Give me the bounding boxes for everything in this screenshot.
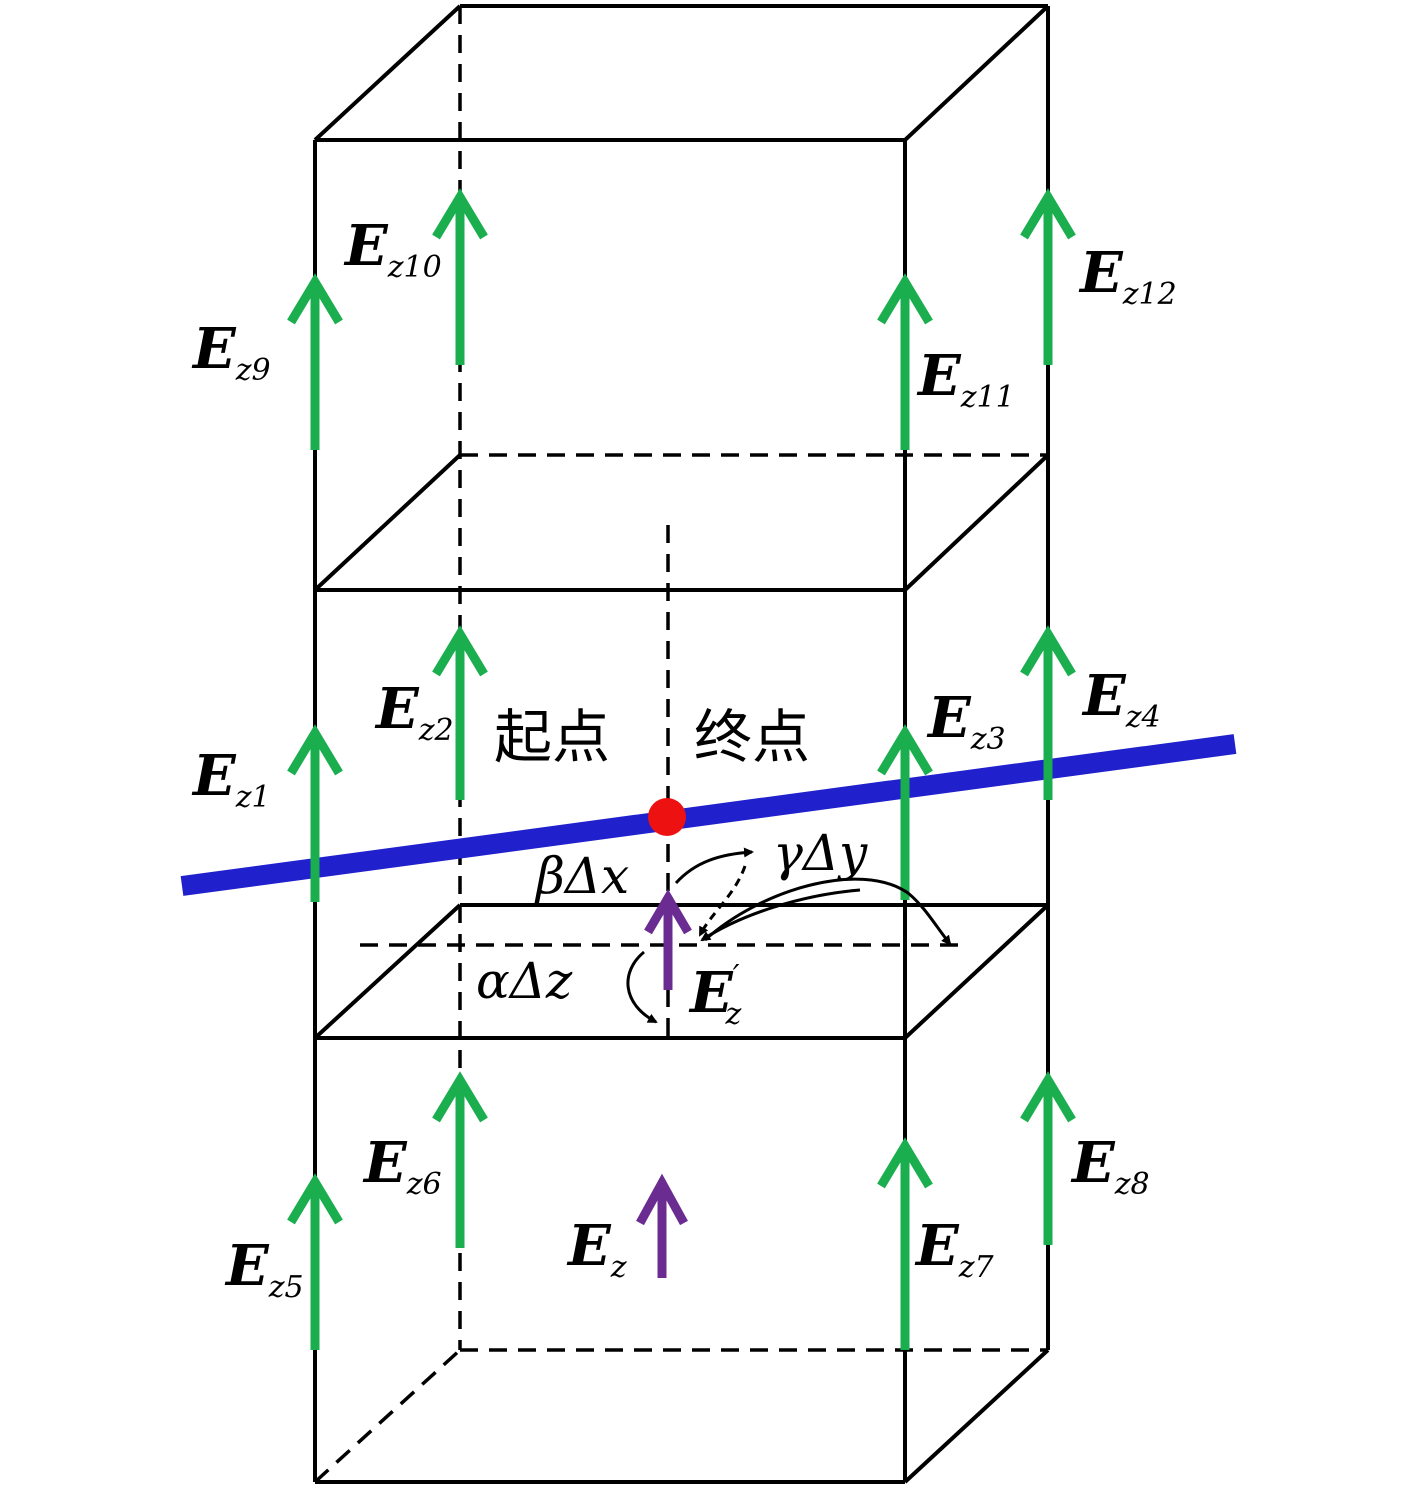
intersection-point (648, 798, 686, 836)
arrow-ez1 (287, 724, 343, 902)
label-ez: Ez (566, 1213, 627, 1285)
arrow-ez5 (287, 1173, 343, 1350)
gamma-dy-back (700, 888, 861, 942)
arrow-ez2 (432, 625, 488, 800)
label-ez8: Ez8 (1070, 1130, 1150, 1202)
label-ez2: Ez2 (374, 676, 454, 748)
label-ez3: Ez3 (926, 685, 1006, 757)
arrow-ez3 (877, 724, 933, 900)
arrow-ez8 (1020, 1071, 1076, 1245)
alpha-dz-arrow (626, 950, 658, 1024)
label-ez9: Ez9 (191, 316, 271, 388)
field-labels: Ez9 Ez10 Ez11 Ez12 Ez1 Ez2 Ez3 Ez4 Ez5 E… (191, 213, 1177, 1305)
arrow-ez6 (432, 1071, 488, 1248)
start-label: 起点 (494, 703, 610, 771)
gamma-dy-arrow (703, 877, 952, 946)
label-ez11: Ez11 (916, 343, 1015, 415)
label-ez-prime: E′z (688, 959, 742, 1032)
arrow-ez11 (877, 273, 933, 450)
offset-labels: βΔx γΔy αΔz (476, 824, 868, 1010)
arrow-ez9 (287, 273, 343, 450)
label-ez5: Ez5 (224, 1233, 304, 1305)
label-ez10: Ez10 (343, 213, 442, 285)
field-arrows (287, 188, 1076, 1350)
region-labels: 起点 终点 (494, 703, 810, 771)
label-ez1: Ez1 (191, 743, 271, 815)
arrow-ez10 (432, 188, 488, 365)
arrow-ez12 (1020, 188, 1076, 365)
beta-dx-label: βΔx (534, 847, 629, 905)
gamma-dy-label: γΔy (773, 824, 868, 882)
arrow-ez7 (877, 1137, 933, 1350)
ray-line (180, 734, 1237, 896)
arrow-ez4 (1020, 625, 1076, 800)
label-ez12: Ez12 (1078, 240, 1177, 312)
offset-arrows (626, 847, 952, 1024)
beta-dx-return-dashed (698, 865, 747, 937)
label-ez7: Ez7 (914, 1213, 994, 1285)
label-ez6: Ez6 (362, 1130, 442, 1202)
interpolated-arrows (636, 889, 692, 1278)
arrow-ez-center (636, 1173, 688, 1278)
arrow-ez-prime (644, 889, 692, 990)
beta-dx-arrow (674, 847, 754, 885)
end-label: 终点 (694, 703, 810, 771)
alpha-dz-label: αΔz (476, 952, 573, 1010)
label-ez4: Ez4 (1081, 663, 1161, 735)
